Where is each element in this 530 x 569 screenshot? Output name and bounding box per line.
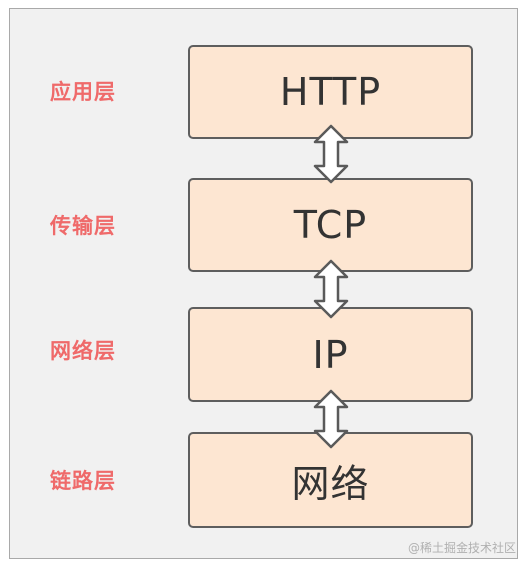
protocol-box-tcp-text: TCP: [293, 203, 368, 247]
layer-label-network: 网络层: [50, 339, 116, 363]
protocol-box-http: HTTP: [188, 45, 473, 139]
layer-label-application: 应用层: [50, 80, 116, 104]
double-vertical-arrow-icon: [313, 124, 349, 184]
layer-label-link: 链路层: [50, 469, 116, 493]
protocol-box-tcp: TCP: [188, 178, 473, 272]
double-vertical-arrow-icon: [313, 389, 349, 449]
protocol-box-ip-text: IP: [312, 332, 349, 377]
protocol-box-ip: IP: [188, 307, 473, 402]
protocol-box-network-text: 网络: [291, 461, 370, 506]
protocol-box-http-text: HTTP: [279, 70, 382, 114]
watermark: @稀土掘金技术社区: [407, 541, 516, 555]
double-vertical-arrow-icon: [313, 259, 349, 319]
layer-label-transport: 传输层: [50, 214, 116, 238]
